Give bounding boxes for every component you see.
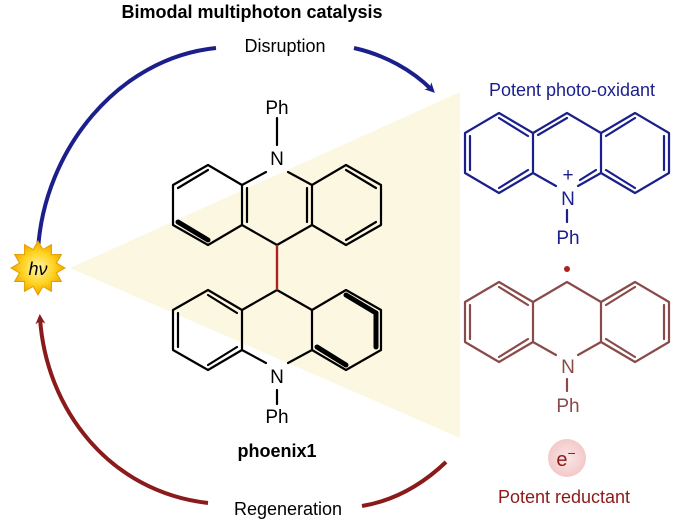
oxidant-atom-ph: Ph [556,228,579,249]
light-sun-icon: hν [9,239,67,297]
acridinyl-radical-structure [463,280,671,393]
phoenix1-atom-n-top: N [270,149,284,170]
light-label: hν [28,259,47,279]
disruption-label: Disruption [244,36,325,56]
disruption-arrow-head-segment [353,46,435,93]
disruption-arrow [36,46,217,251]
regeneration-arrow-tail-segment [361,460,448,508]
radical-atom-n: N [561,357,575,378]
oxidant-atom-n: N [561,189,575,210]
oxidant-charge: + [562,165,573,186]
phoenix1-atom-n-bottom: N [270,367,284,388]
oxidant-label: Potent photo-oxidant [489,80,655,100]
phoenix1-atom-ph-top: Ph [265,98,288,119]
radical-dot [564,266,570,272]
reductant-label: Potent reductant [498,487,630,507]
regeneration-arrow [35,314,209,505]
diagram-title: Bimodal multiphoton catalysis [121,2,382,22]
electron-circle [548,439,586,477]
acridinium-structure [463,111,671,224]
electron-symbol: e− [556,445,575,471]
regeneration-label: Regeneration [234,499,342,519]
radical-atom-ph: Ph [556,396,579,417]
phoenix1-atom-ph-bottom: Ph [265,407,288,428]
phoenix1-label: phoenix1 [237,441,316,461]
electron-charge: − [567,445,575,461]
light-beam [70,92,460,438]
